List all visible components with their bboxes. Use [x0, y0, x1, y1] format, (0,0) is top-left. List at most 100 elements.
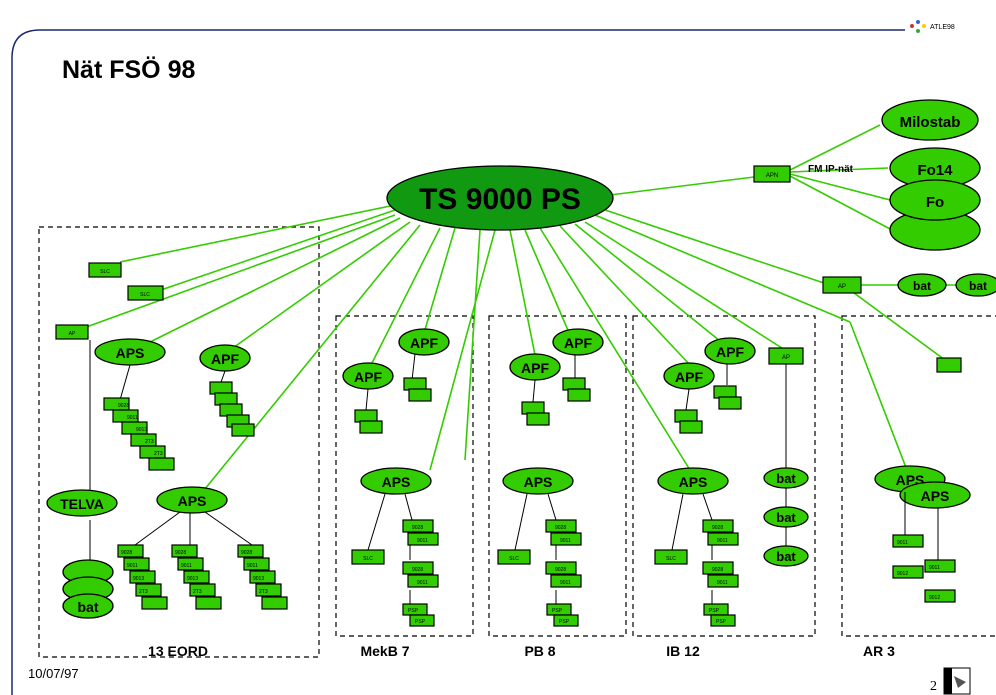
svg-text:9011: 9011: [929, 565, 940, 571]
svg-text:9028: 9028: [555, 525, 566, 531]
footer-logo-icon: [943, 667, 971, 695]
group-mekb: APF APF APS SLC 9028 9011 9028 9011 PSP …: [342, 328, 450, 627]
group-eord: SLC SLC AP APS APF 9028 9011 9013 2T3 2T…: [46, 262, 288, 619]
small-box-right: [936, 357, 962, 373]
svg-text:APS: APS: [524, 474, 553, 490]
eord-stack-1: 9028 9011 9013 2T3 2T3: [103, 397, 175, 471]
svg-text:bat: bat: [78, 599, 99, 615]
svg-text:APS: APS: [382, 474, 411, 490]
svg-text:2T3: 2T3: [139, 589, 148, 595]
svg-text:SLC: SLC: [363, 556, 373, 562]
svg-text:PSP: PSP: [415, 619, 426, 625]
group-label-ib: IB 12: [666, 643, 700, 659]
svg-text:bat: bat: [776, 549, 796, 564]
svg-text:2T3: 2T3: [154, 451, 163, 457]
svg-text:2T3: 2T3: [193, 589, 202, 595]
svg-text:APS: APS: [679, 474, 708, 490]
external-links: [789, 124, 960, 479]
eord-stack-2: 9028 9011 9013 2T3: [117, 544, 168, 610]
svg-text:9011: 9011: [181, 563, 192, 569]
svg-text:APS: APS: [921, 488, 950, 504]
svg-text:9011: 9011: [127, 415, 138, 421]
svg-text:9028: 9028: [175, 550, 186, 556]
svg-text:9028: 9028: [712, 525, 723, 531]
svg-text:PSP: PSP: [408, 608, 419, 614]
svg-text:SLC: SLC: [509, 556, 519, 562]
svg-text:2T3: 2T3: [145, 439, 154, 445]
center-node-label: TS 9000 PS: [419, 183, 581, 216]
svg-text:2T3: 2T3: [259, 589, 268, 595]
svg-text:SLC: SLC: [666, 556, 676, 562]
svg-text:9011: 9011: [417, 538, 428, 544]
svg-text:TELVA: TELVA: [60, 496, 104, 512]
group-pb: APF APF APS SLC 9028 9011 9028 9011 PSP …: [497, 328, 604, 627]
svg-text:AP: AP: [69, 331, 76, 337]
svg-text:APS: APS: [178, 493, 207, 509]
svg-text:Milostab: Milostab: [900, 114, 961, 131]
svg-text:PSP: PSP: [716, 619, 727, 625]
bat-node-right-1: [897, 273, 947, 297]
fm-ip-label: FM IP-nät: [808, 164, 854, 175]
svg-text:9013: 9013: [187, 576, 198, 582]
svg-text:PSP: PSP: [709, 608, 720, 614]
group-label-ar: AR 3: [863, 643, 895, 659]
svg-text:APF: APF: [211, 351, 239, 367]
apn-box: [753, 165, 791, 183]
svg-text:AP: AP: [838, 284, 846, 290]
svg-text:Fo: Fo: [926, 194, 944, 211]
svg-text:9011: 9011: [127, 563, 138, 569]
page-number: 2: [930, 679, 937, 694]
svg-text:SLC: SLC: [100, 269, 110, 275]
group-label-mekb: MekB 7: [360, 643, 409, 659]
fo-node: [889, 179, 981, 221]
radial-links: [77, 174, 851, 496]
svg-text:9013: 9013: [253, 576, 264, 582]
svg-text:APF: APF: [675, 369, 703, 385]
svg-text:APF: APF: [410, 335, 438, 351]
svg-text:9028: 9028: [412, 567, 423, 573]
logo: ATLE98: [910, 20, 955, 33]
svg-text:9028: 9028: [555, 567, 566, 573]
group-label-eord: 13 EORD: [148, 643, 208, 659]
svg-text:SLC: SLC: [140, 292, 150, 298]
eord-apf-stack: [209, 381, 255, 437]
svg-text:PSP: PSP: [559, 619, 570, 625]
svg-text:9011: 9011: [897, 540, 908, 546]
svg-text:APF: APF: [716, 344, 744, 360]
group-box-eord: [38, 226, 320, 658]
eord-stack-4: 9028 9011 9013 2T3: [237, 544, 288, 610]
group-box-pb: [488, 315, 627, 637]
svg-text:bat: bat: [776, 510, 796, 525]
svg-text:APF: APF: [354, 369, 382, 385]
group-box-mekb: [335, 315, 474, 637]
page-title: Nät FSÖ 98: [62, 55, 195, 84]
svg-text:APS: APS: [116, 345, 145, 361]
svg-text:9011: 9011: [717, 538, 728, 544]
svg-text:9028: 9028: [118, 403, 129, 409]
svg-text:9013: 9013: [133, 576, 144, 582]
eord-stack-3: 9028 9011 9013 2T3: [171, 544, 222, 610]
svg-text:Fo14: Fo14: [917, 162, 953, 179]
svg-text:9012: 9012: [897, 571, 908, 577]
group-ar: APS APS 9011 9012 9011 9012: [874, 465, 971, 603]
svg-text:9028: 9028: [412, 525, 423, 531]
milostab-node: [881, 99, 979, 141]
ap-box-right: [822, 276, 862, 294]
svg-text:APN: APN: [766, 173, 778, 179]
svg-text:9011: 9011: [247, 563, 258, 569]
svg-text:9011: 9011: [560, 580, 571, 586]
svg-text:9013: 9013: [136, 427, 147, 433]
group-box-ar: [841, 315, 996, 637]
svg-text:9011: 9011: [560, 538, 571, 544]
bat-node-right-2: [955, 273, 996, 297]
slide-frame: [11, 29, 41, 695]
svg-text:bat: bat: [969, 279, 987, 293]
svg-text:bat: bat: [776, 471, 796, 486]
svg-text:APF: APF: [564, 335, 592, 351]
svg-text:bat: bat: [913, 279, 931, 293]
svg-text:AP: AP: [782, 355, 790, 361]
center-node: [386, 165, 614, 231]
svg-text:9011: 9011: [417, 580, 428, 586]
svg-text:9028: 9028: [121, 550, 132, 556]
